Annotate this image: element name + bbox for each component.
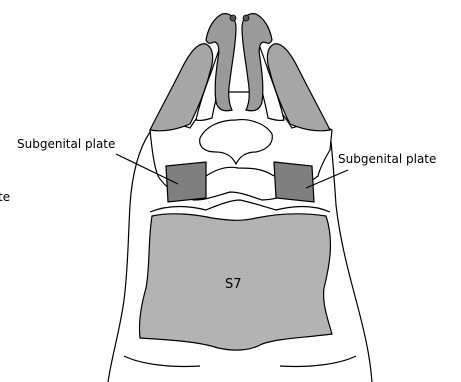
sternite-label: S7 [225,277,242,292]
lower-margin [124,356,356,367]
segment-band [150,200,330,212]
left-callout-label: Subgenital plate [17,137,115,151]
cut-off-label: te [0,190,10,204]
left-tip-spot [230,15,236,21]
right-callout-label: Subgenital plate [338,152,436,166]
right-subgenital-piece [274,162,314,202]
right-tip-spot [243,15,249,21]
left-subgenital-piece [166,162,206,202]
